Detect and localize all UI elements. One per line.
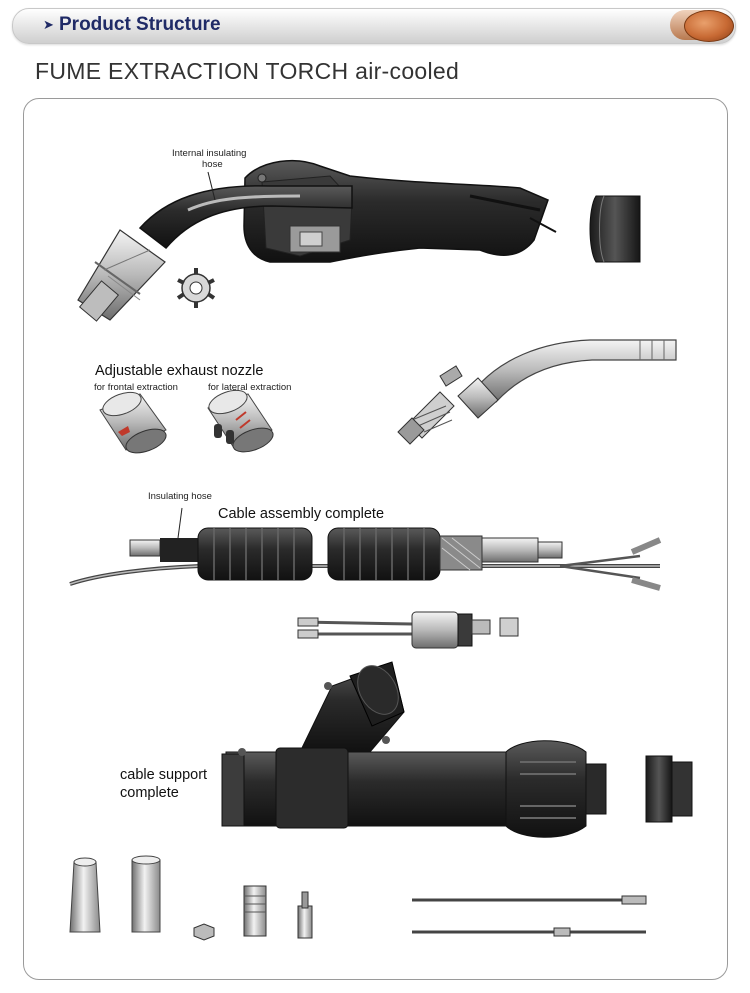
diffuser-star [176, 268, 216, 308]
nozzle-frontal [99, 391, 167, 454]
frontal-extraction-label: for frontal extraction [94, 382, 178, 393]
neck-tube [397, 339, 677, 445]
cable-support [221, 661, 693, 838]
arrow-icon: ➤ [43, 17, 54, 32]
internal-hose-label-line1: Internal insulating [172, 148, 247, 159]
plug-graphic [684, 10, 734, 42]
handle-cap [589, 195, 641, 263]
internal-hose-label-line2: hose [202, 159, 223, 170]
nozzle-lateral [207, 389, 274, 453]
consumables [69, 855, 647, 941]
page-title: FUME EXTRACTION TORCH air-cooled [35, 58, 460, 84]
torch-handle [243, 159, 557, 263]
cable-assembly-label: Cable assembly complete [218, 506, 385, 522]
banner-title: Product Structure [59, 14, 221, 35]
hose-leader-line [207, 171, 216, 201]
section-banner: ➤ Product Structure [12, 8, 736, 44]
insulating-hose-label: Insulating hose [148, 491, 212, 502]
cable-support-label-line2: complete [120, 785, 179, 801]
gooseneck [138, 185, 353, 250]
cable-assembly [69, 507, 662, 591]
torch-nozzle-front [77, 229, 166, 322]
lateral-extraction-label: for lateral extraction [208, 382, 292, 393]
connector-plug [297, 611, 519, 649]
nozzle-title-label: Adjustable exhaust nozzle [95, 363, 264, 379]
cable-support-label-line1: cable support [120, 767, 208, 783]
